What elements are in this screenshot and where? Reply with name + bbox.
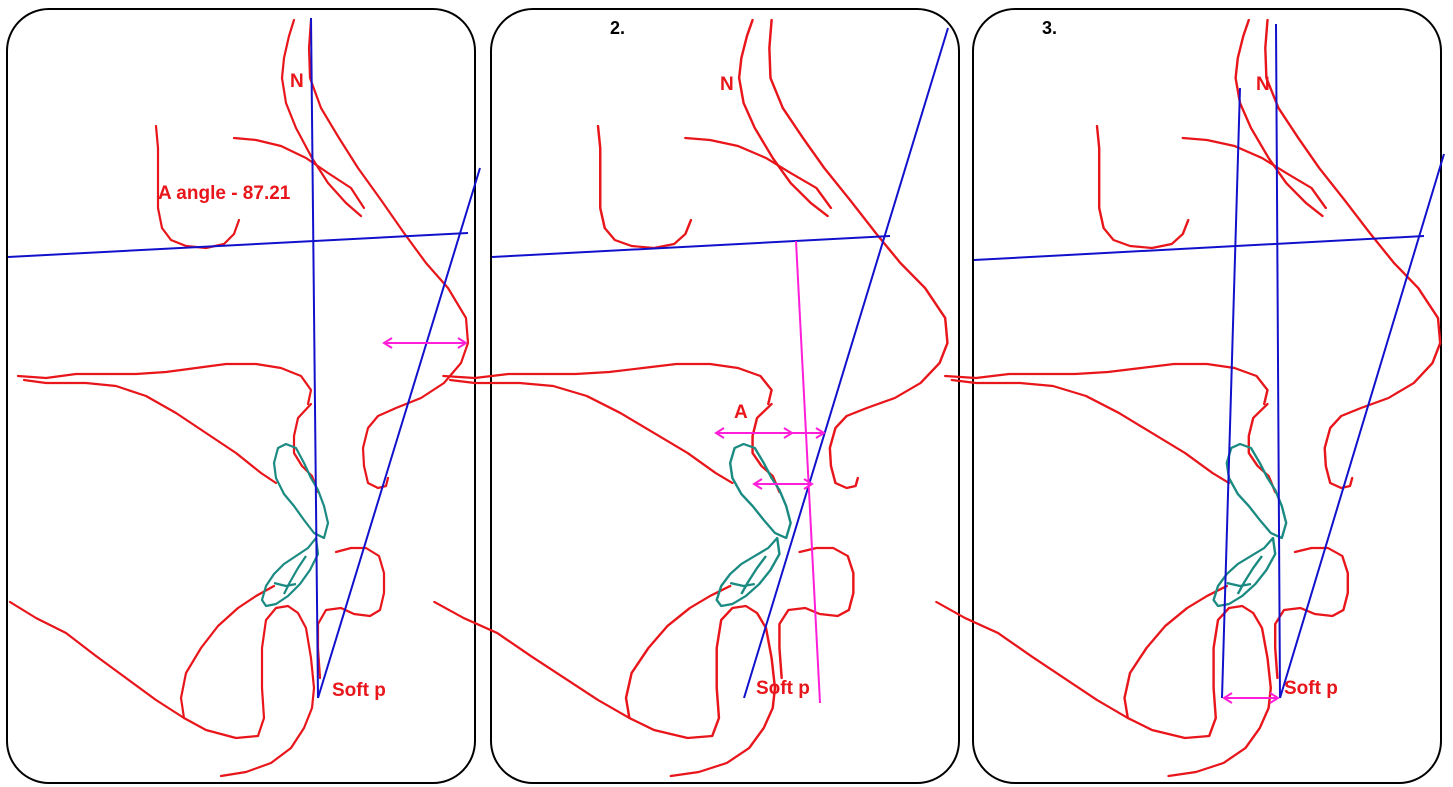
panel-1: N A angle - 87.21 Soft p [6,8,481,784]
panel-3-drawing [935,8,1445,784]
panel-2-a-arrow-head-left [714,427,725,439]
panel-3-arrow-head-right [1269,692,1280,704]
panel-3-nasion-perpendicular [1275,23,1281,699]
panel-2-e-line [743,27,949,699]
panel-1-arrow-head-left [382,337,393,349]
panel-3-a-perpendicular [1221,87,1241,699]
panel-3-frankfort-line [973,235,1425,261]
panel-3-profile-tracing [935,18,1442,778]
panel-1-drawing [6,8,481,784]
panel-1-frame [6,8,476,784]
panel-2-perpendicular-line [795,240,821,704]
panel-1-profile-tracing [8,18,470,778]
panel-2-soft-pogonion-label: Soft p [756,678,810,699]
panel-3-arrow-head-left [1222,692,1233,704]
panel-2-number: 2. [610,18,626,38]
panel-3-frame [972,8,1442,784]
panel-3: 3. N Soft p [935,8,1445,784]
panel-2-lip-arrow-head-left [752,478,763,490]
panel-1-nasion-pogonion-line [310,17,319,699]
panel-2-profile-tracing [433,18,949,778]
panel-3-e-line [1279,153,1445,699]
panel-2-nasion-label: N [720,74,734,95]
panel-2-point-a-label: A [734,402,748,423]
panel-2-a-arrow-head-right [815,427,826,439]
panel-1-nasion-label: N [290,71,304,92]
panel-1-angle-label: A angle - 87.21 [158,183,291,204]
panel-3-soft-pogonion-label: Soft p [1284,678,1338,699]
panel-2-drawing [433,8,960,784]
panel-2-frankfort-line [491,235,891,258]
panel-1-e-line [317,167,481,699]
panel-1-arrow-head-right [457,337,468,349]
panel-2-lip-arrow-head-right [803,478,814,490]
panel-1-frankfort-line [7,232,469,258]
panel-2-a-arrow-head-mid [783,427,794,439]
panel-2: 2. N A Soft p [433,8,960,784]
panel-3-number: 3. [1042,18,1058,38]
panel-2-frame [490,8,960,784]
panel-1-soft-pogonion-label: Soft p [332,680,386,701]
panel-3-nasion-label: N [1256,74,1270,95]
